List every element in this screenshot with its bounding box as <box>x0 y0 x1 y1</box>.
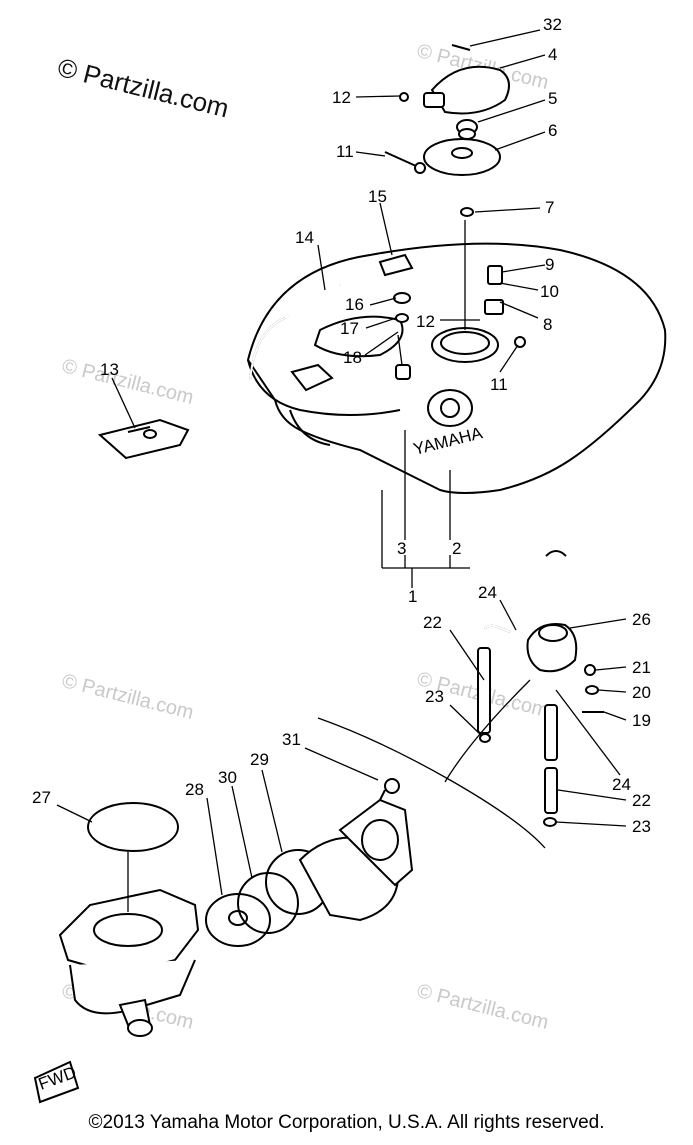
callout-16: 16 <box>345 295 364 314</box>
callout-14: 14 <box>295 228 314 247</box>
callout-1: 1 <box>408 587 417 606</box>
callout-32: 32 <box>543 15 562 34</box>
callout-22b: 22 <box>632 791 651 810</box>
callout-23b: 23 <box>632 817 651 836</box>
copyright-notice: ©2013 Yamaha Motor Corporation, U.S.A. A… <box>88 1112 605 1133</box>
callout-19: 19 <box>632 711 651 730</box>
callout-11: 11 <box>336 142 354 161</box>
callout-17: 17 <box>340 319 359 338</box>
callout-12: 12 <box>332 88 351 107</box>
cap-assembly <box>384 44 510 176</box>
callout-13: 13 <box>100 360 119 379</box>
callout-15: 15 <box>368 187 387 206</box>
leader-lines <box>56 29 627 912</box>
callout-30: 30 <box>218 768 237 787</box>
callout-20: 20 <box>632 683 651 702</box>
callout-3: 3 <box>397 539 406 558</box>
callout-7: 7 <box>545 198 554 217</box>
fuel-cock <box>477 550 604 827</box>
callout-23: 23 <box>425 687 444 706</box>
callout-11b: 11 <box>490 375 508 394</box>
callout-18: 18 <box>343 348 362 367</box>
callout-27: 27 <box>32 788 51 807</box>
callout-26: 26 <box>632 610 651 629</box>
callout-2: 2 <box>452 539 461 558</box>
callout-12b: 12 <box>416 312 435 331</box>
callout-29: 29 <box>250 750 269 769</box>
bracket-13 <box>97 418 190 460</box>
callout-6: 6 <box>548 121 557 140</box>
callout-9: 9 <box>545 255 554 274</box>
callout-5: 5 <box>548 89 557 108</box>
callout-10: 10 <box>540 282 559 301</box>
fuel-pump <box>33 778 414 1104</box>
callout-24: 24 <box>478 583 497 602</box>
callouts: 32 4 12 5 6 11 7 15 14 9 10 8 16 17 18 1… <box>32 15 651 836</box>
callout-24b: 24 <box>612 775 631 794</box>
callout-21: 21 <box>632 658 651 677</box>
callout-8: 8 <box>543 315 552 334</box>
fuel-tank <box>246 207 667 494</box>
callout-31: 31 <box>282 730 301 749</box>
callout-22: 22 <box>423 613 442 632</box>
callout-28: 28 <box>185 780 204 799</box>
callout-4: 4 <box>548 45 557 64</box>
